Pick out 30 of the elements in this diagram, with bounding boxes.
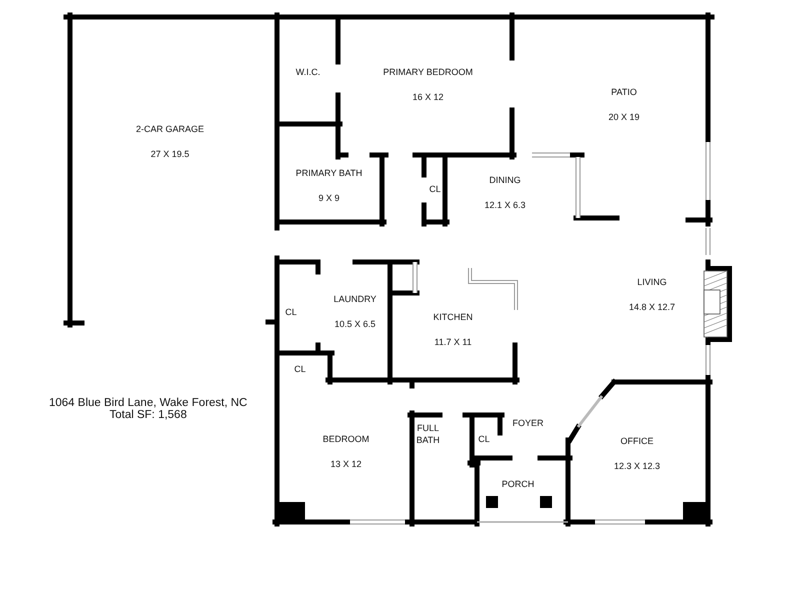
room-name: CL bbox=[285, 307, 297, 317]
room-dimensions: 10.5 X 6.5 bbox=[334, 319, 376, 329]
room-dimensions: 9 X 9 bbox=[318, 193, 340, 203]
room-name: 2-CAR GARAGE bbox=[136, 124, 204, 134]
room-name: PATIO bbox=[611, 87, 637, 97]
room-name: CL bbox=[429, 184, 441, 194]
room-dimensions: 27 X 19.5 bbox=[150, 149, 190, 159]
room-dimensions: 14.8 X 12.7 bbox=[628, 302, 676, 312]
address-text: 1064 Blue Bird Lane, Wake Forest, NC bbox=[49, 397, 248, 409]
room-name: FOYER bbox=[512, 418, 544, 428]
room-name: OFFICE bbox=[620, 436, 654, 446]
room-name: PORCH bbox=[502, 479, 534, 489]
room-name: BEDROOM bbox=[322, 434, 370, 444]
room-name: PRIMARY BEDROOM bbox=[383, 67, 473, 77]
room-name: FULL BATH bbox=[415, 422, 441, 446]
room-dimensions: 11.7 X 11 bbox=[434, 337, 472, 347]
room-name: DINING bbox=[489, 175, 521, 185]
room-dimensions: 16 X 12 bbox=[412, 92, 444, 102]
area-text: Total SF: 1,568 bbox=[110, 409, 187, 421]
room-dimensions: 20 X 19 bbox=[608, 112, 640, 122]
room-name: LIVING bbox=[637, 277, 667, 287]
room-name: PRIMARY BATH bbox=[296, 168, 362, 178]
room-dimensions: 13 X 12 bbox=[330, 459, 362, 469]
room-name: LAUNDRY bbox=[334, 294, 376, 304]
room-name: CL bbox=[478, 434, 490, 444]
room-name: CL bbox=[294, 364, 306, 374]
room-dimensions: 12.3 X 12.3 bbox=[614, 461, 660, 471]
room-name: W.I.C. bbox=[296, 67, 320, 77]
room-name: KITCHEN bbox=[433, 312, 473, 322]
room-dimensions: 12.1 X 6.3 bbox=[484, 200, 526, 210]
